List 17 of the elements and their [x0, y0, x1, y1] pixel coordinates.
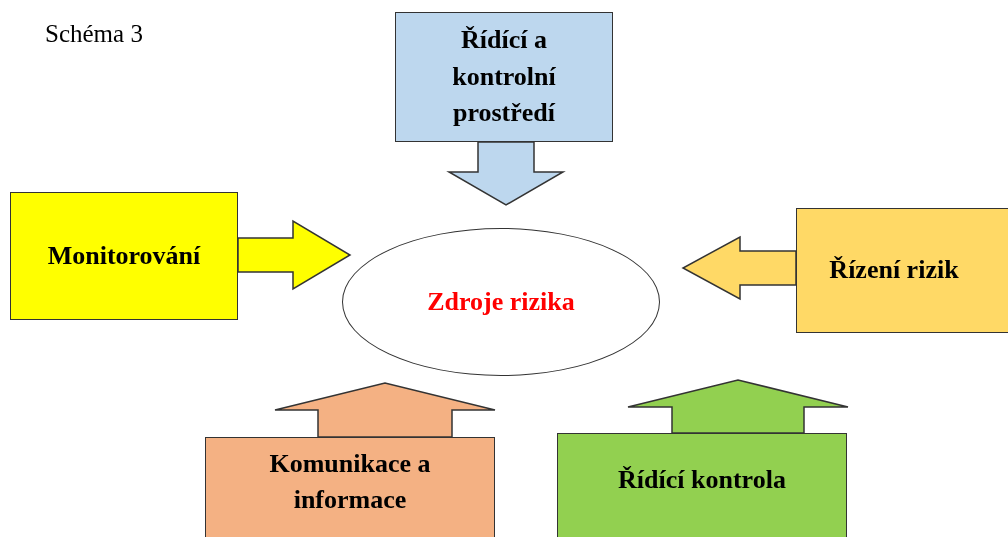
callout-box [395, 12, 613, 142]
center-label: Zdroje rizika [427, 285, 575, 318]
box-label: Řídící a kontrolní prostředí [451, 24, 557, 130]
block-arrow [274, 382, 496, 438]
diagram-label: Schéma 3 [45, 20, 143, 48]
block-arrow [681, 235, 797, 301]
block-arrow [446, 141, 566, 206]
callout-box [557, 433, 847, 537]
callout-box [205, 437, 495, 537]
callout-box [796, 208, 1008, 333]
box-label: Komunikace a informace [268, 447, 432, 516]
box-label: Monitorování [47, 239, 201, 272]
block-arrow [627, 379, 849, 434]
callout-box [10, 192, 238, 320]
block-arrow [237, 219, 352, 291]
box-label: Řídící kontrola [618, 463, 786, 496]
box-label: Řízení rizik [829, 254, 959, 287]
